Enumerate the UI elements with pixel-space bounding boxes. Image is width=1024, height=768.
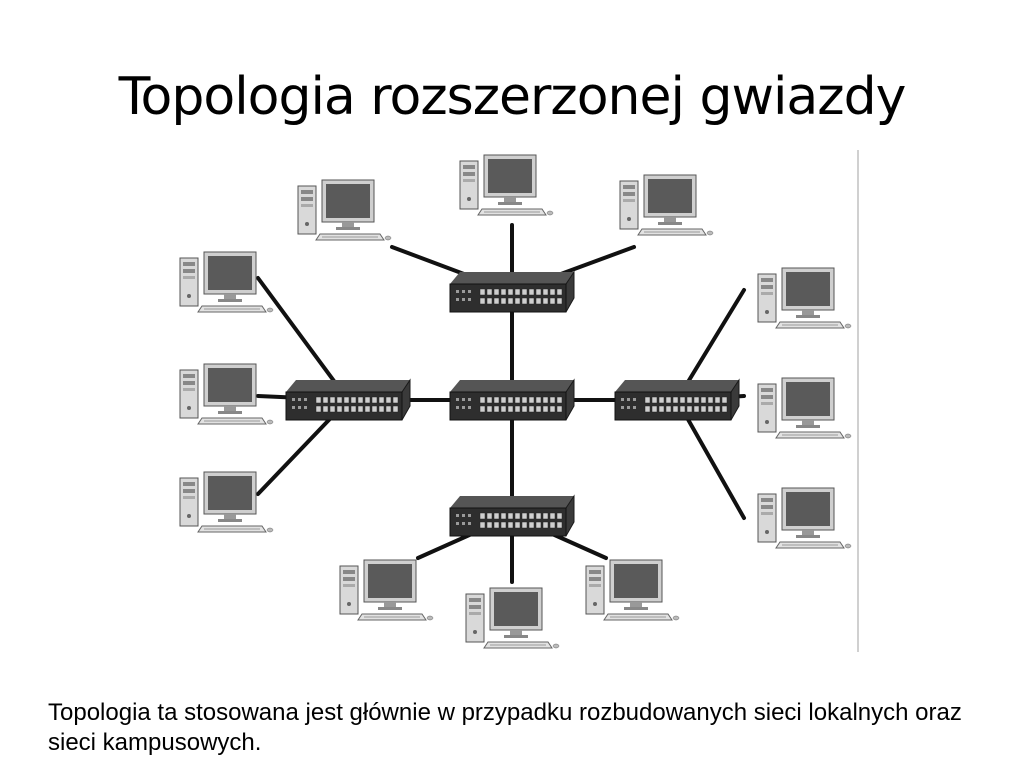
network-topology-diagram [150, 150, 860, 652]
slide-title: Topologia rozszerzonej gwiazdy [118, 67, 907, 127]
pc-right-bottom-icon [757, 487, 852, 549]
pc-left-bottom-icon [179, 471, 274, 533]
pc-left-top-icon [179, 251, 274, 313]
switch-center-icon [449, 378, 575, 421]
switch-bottom-icon [449, 494, 575, 537]
pc-bottom-right-icon [585, 559, 680, 621]
switch-top-icon [449, 270, 575, 313]
pc-right-top-icon [757, 267, 852, 329]
pc-bottom-middle-icon [465, 587, 560, 649]
pc-top-right-icon [619, 174, 714, 236]
pc-bottom-left-icon [339, 559, 434, 621]
pc-top-middle-icon [459, 154, 554, 216]
devices-layer [179, 154, 852, 649]
pc-right-middle-icon [757, 377, 852, 439]
pc-left-middle-icon [179, 363, 274, 425]
switch-left-icon [285, 378, 411, 421]
slide-caption: Topologia ta stosowana jest głównie w pr… [48, 699, 962, 756]
cable-switch-left-to-pc-left-top [256, 276, 350, 402]
topology-svg [179, 150, 859, 652]
pc-top-left-icon [297, 179, 392, 241]
switch-right-icon [614, 378, 740, 421]
